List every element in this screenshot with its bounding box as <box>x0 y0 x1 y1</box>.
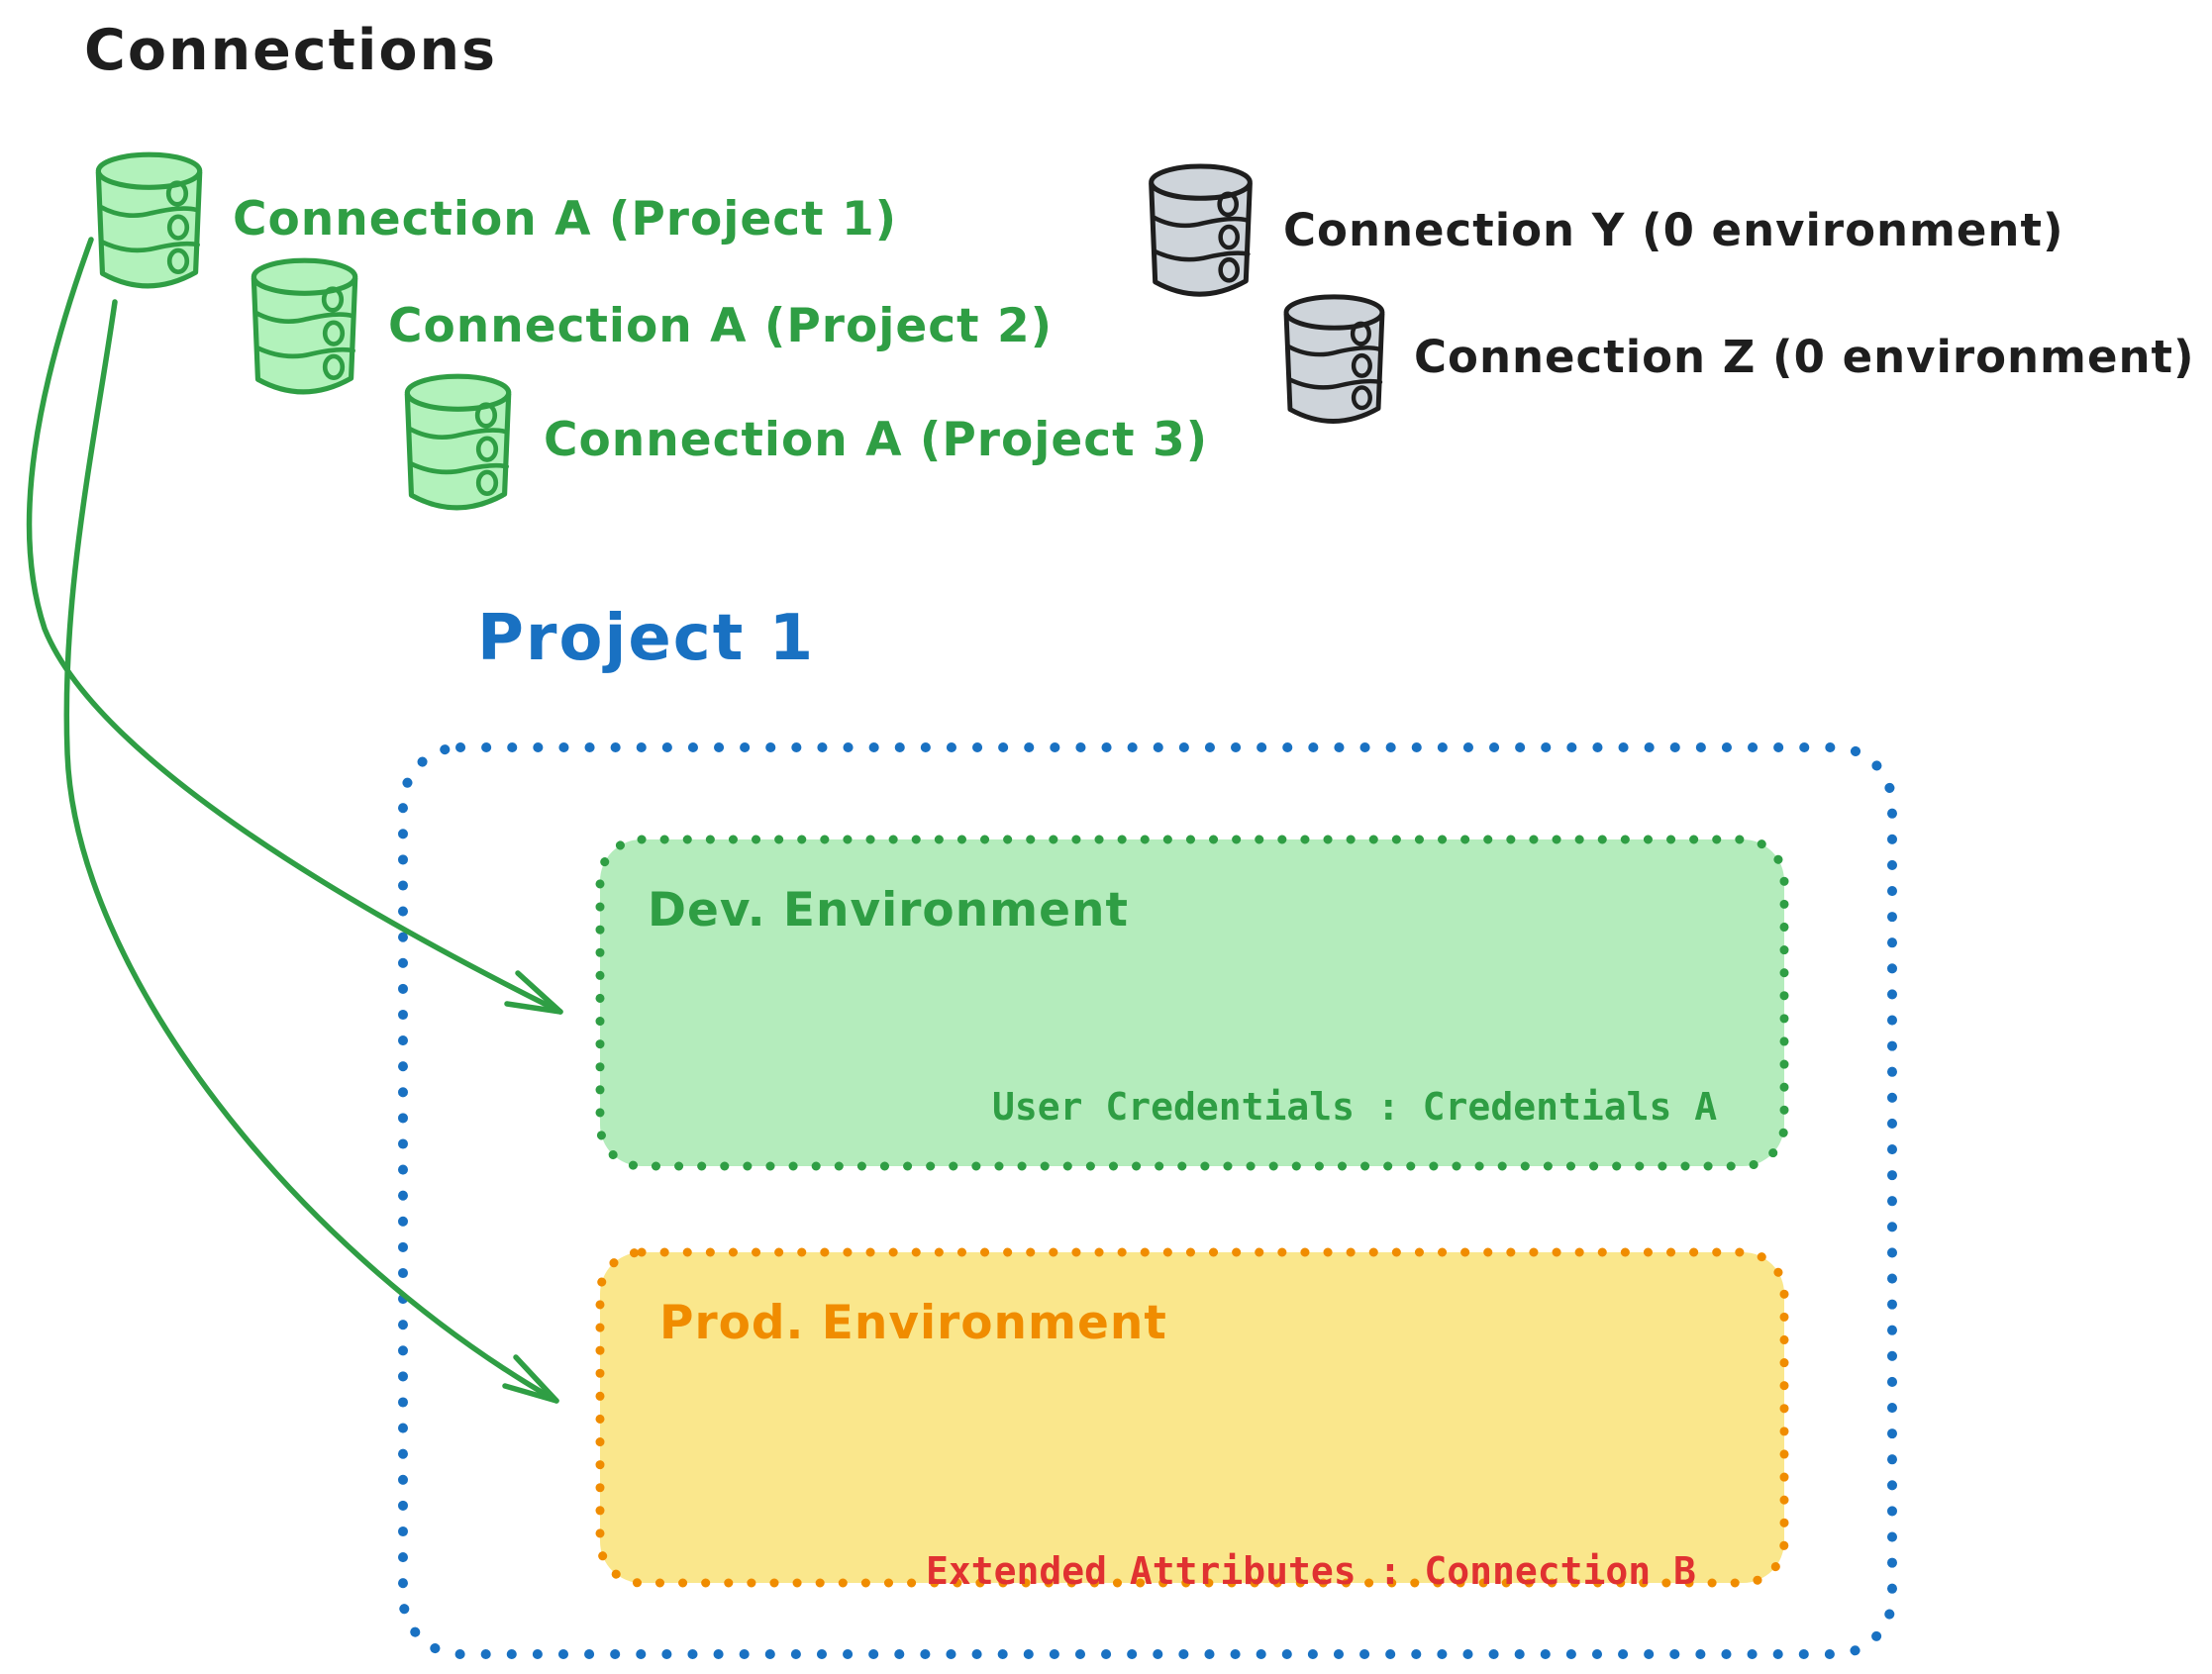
prod-mapping-extended-attributes: Extended Attributes : Connection B <box>926 1549 1696 1593</box>
database-icon <box>1144 160 1257 305</box>
connection-a-project-2-label: Connection A (Project 2) <box>388 299 1054 353</box>
connection-y-label: Connection Y (0 environment) <box>1283 204 2064 256</box>
project-1-frame <box>398 742 1897 1659</box>
project-1-title: Project 1 <box>477 602 816 675</box>
dev-credentials-mapping: User Credentials : Credentials A <box>992 1085 1718 1129</box>
dev-environment-title: Dev. Environment <box>648 883 1129 937</box>
dev-environment-border <box>595 835 1789 1171</box>
prod-environment-title: Prod. Environment <box>659 1296 1167 1350</box>
connections-title: Connections <box>84 18 498 83</box>
prod-environment-border <box>595 1247 1789 1588</box>
connection-a-project-1-label: Connection A (Project 1) <box>233 192 898 246</box>
connection-a-project-3-label: Connection A (Project 3) <box>544 413 1209 467</box>
database-icon <box>248 254 360 403</box>
database-icon <box>92 148 205 297</box>
prod-environment-box: Prod. Environment Extended Attributes : … <box>594 1246 1790 1593</box>
database-icon <box>1277 291 1390 432</box>
database-icon <box>401 370 514 519</box>
dev-environment-box: Dev. Environment User Credentials : Cred… <box>594 834 1790 1172</box>
connection-z-label: Connection Z (0 environment) <box>1414 331 2195 383</box>
